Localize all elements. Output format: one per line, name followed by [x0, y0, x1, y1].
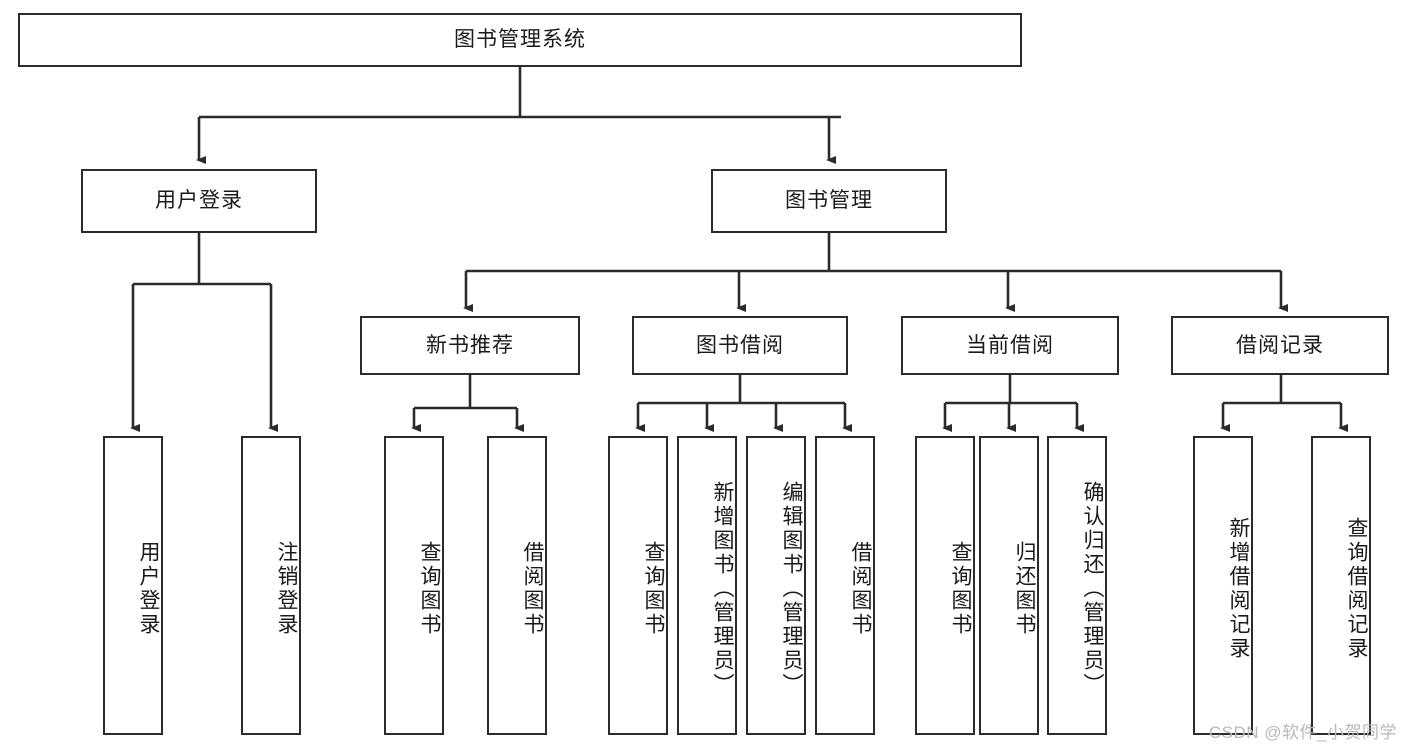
node-label: 新书推荐	[426, 333, 514, 357]
node-leaf-user-login[interactable]: 用户登录	[103, 436, 163, 735]
node-label: 用户登录	[155, 189, 243, 213]
node-label: 借阅记录	[1236, 333, 1324, 357]
node-leaf-query-book-borrow[interactable]: 查询图书	[608, 436, 668, 735]
node-leaf-confirm-return[interactable]: 确认归还（管理员）	[1047, 436, 1107, 735]
node-leaf-query-record[interactable]: 查询借阅记录	[1311, 436, 1371, 735]
node-leaf-add-book[interactable]: 新增图书（管理员）	[677, 436, 737, 735]
node-label: 图书借阅	[696, 333, 784, 357]
node-label: 查询图书	[418, 540, 441, 637]
node-label: 用户登录	[137, 540, 160, 637]
node-leaf-query-book-new[interactable]: 查询图书	[384, 436, 444, 735]
node-label: 确认归还（管理员）	[1081, 480, 1104, 697]
node-label: 归还图书	[1013, 540, 1036, 637]
node-label: 借阅图书	[521, 540, 544, 637]
node-leaf-query-book-current[interactable]: 查询图书	[915, 436, 975, 735]
node-leaf-return-book[interactable]: 归还图书	[979, 436, 1039, 735]
node-label: 查询图书	[949, 540, 972, 637]
node-leaf-borrow-book-new[interactable]: 借阅图书	[487, 436, 547, 735]
node-root-book-management-system[interactable]: 图书管理系统	[18, 13, 1022, 67]
node-leaf-edit-book[interactable]: 编辑图书（管理员）	[746, 436, 806, 735]
node-book-borrow[interactable]: 图书借阅	[632, 316, 848, 375]
node-book-management[interactable]: 图书管理	[711, 169, 947, 233]
node-leaf-add-record[interactable]: 新增借阅记录	[1193, 436, 1253, 735]
node-label: 图书管理系统	[454, 28, 586, 52]
node-label: 注销登录	[275, 540, 298, 637]
node-leaf-logout-login[interactable]: 注销登录	[241, 436, 301, 735]
node-label: 编辑图书（管理员）	[780, 480, 803, 697]
node-label: 当前借阅	[966, 333, 1054, 357]
node-leaf-borrow-book[interactable]: 借阅图书	[815, 436, 875, 735]
node-label: 查询图书	[642, 540, 665, 637]
node-new-book-recommend[interactable]: 新书推荐	[360, 316, 580, 375]
node-current-borrow[interactable]: 当前借阅	[901, 316, 1119, 375]
node-user-login[interactable]: 用户登录	[81, 169, 317, 233]
node-label: 查询借阅记录	[1345, 516, 1368, 661]
node-label: 借阅图书	[849, 540, 872, 637]
node-label: 图书管理	[785, 189, 873, 213]
node-label: 新增借阅记录	[1227, 516, 1250, 661]
watermark-text: CSDN @软件_小贺同学	[1208, 723, 1397, 742]
node-borrow-record[interactable]: 借阅记录	[1171, 316, 1389, 375]
node-label: 新增图书（管理员）	[711, 480, 734, 697]
